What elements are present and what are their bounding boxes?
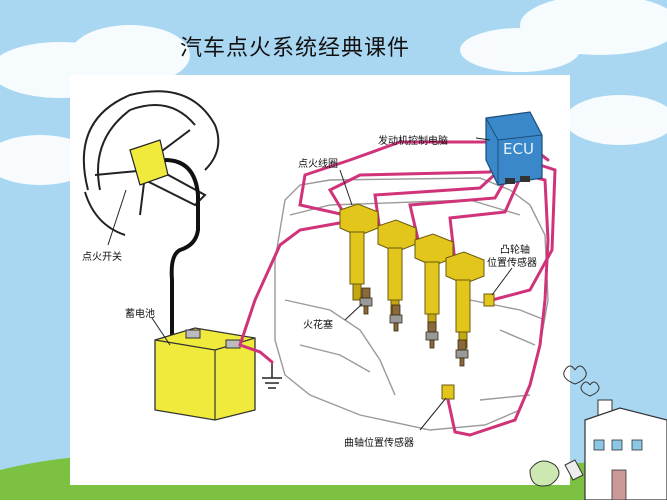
- battery-leader: [151, 317, 171, 346]
- factory-illustration: [529, 365, 667, 500]
- camshaft-sensor-label-line2: 位置传感器: [487, 258, 537, 269]
- ecu-leader: [475, 137, 491, 141]
- spark-plug-2: [389, 304, 403, 332]
- ground-symbol: [262, 362, 282, 389]
- spark-plugs: [359, 287, 469, 367]
- slide-title: 汽车点火系统经典课件: [179, 36, 410, 61]
- crankshaft-sensor-label: 曲轴位置传感器: [344, 438, 414, 449]
- ignition-switch-leader: [107, 189, 127, 246]
- ignition-switch-body: [129, 139, 169, 186]
- ecu-box-label: ECU: [503, 140, 534, 158]
- spark-plug-label: 火花塞: [303, 320, 333, 331]
- battery-body: [154, 327, 256, 421]
- camshaft-sensor: [483, 293, 495, 307]
- crankshaft-sensor-leader: [419, 397, 447, 431]
- ignition-coil-1: [339, 203, 379, 301]
- ignition-coil-3: [414, 233, 454, 331]
- ecu-caption-label: 发动机控制电脑: [378, 136, 448, 147]
- spark-plug-3: [425, 321, 439, 349]
- ignition-coil-label: 点火线圈: [298, 159, 338, 170]
- spark-plug-leader: [344, 303, 363, 321]
- coil-leader: [339, 169, 353, 206]
- wiring-harness: [238, 140, 557, 437]
- camshaft-sensor-leader: [491, 267, 513, 296]
- battery-label: 蓄电池: [125, 309, 155, 320]
- ignition-coils: [339, 203, 485, 349]
- ignition-switch-label: 点火开关: [82, 252, 122, 263]
- ignition-coil-4: [445, 251, 485, 349]
- spark-plug-4: [455, 339, 469, 367]
- switch-to-battery-cable: [164, 158, 200, 340]
- crankshaft-sensor: [441, 384, 455, 400]
- camshaft-sensor-label-line1: 凸轮轴: [500, 245, 530, 256]
- spark-plug-1: [359, 287, 373, 315]
- ignition-coil-2: [377, 219, 417, 317]
- ecu-box: [485, 111, 543, 186]
